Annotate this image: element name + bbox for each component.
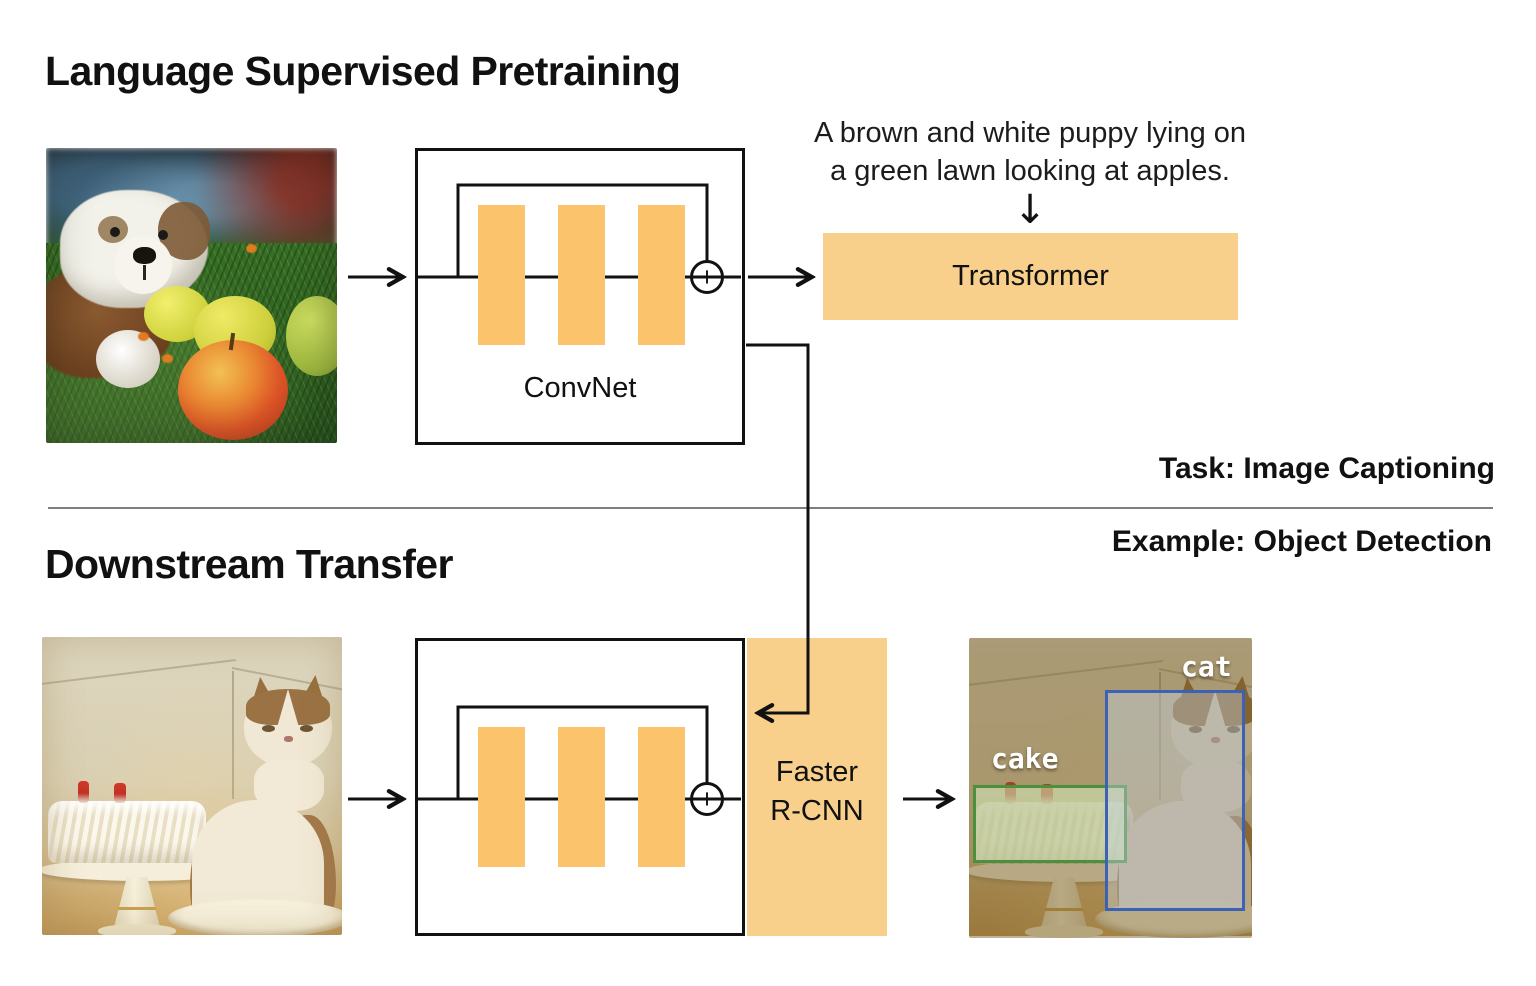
green-apple: [286, 296, 337, 376]
dog-nose: [133, 247, 156, 264]
bounding-box-cat: [1105, 690, 1245, 911]
wall-corner: [232, 671, 234, 799]
dog-eye-left: [110, 227, 120, 237]
convnet-box-pretraining: [415, 148, 745, 445]
faster-rcnn-label-line1: Faster: [775, 756, 859, 788]
faster-rcnn-label-line2: R-CNN: [770, 795, 864, 827]
conv-layer-bar: [478, 205, 525, 345]
transfer-connector-line: [746, 343, 810, 713]
orange-flower: [138, 332, 149, 341]
convnet-box-transfer: [415, 638, 745, 936]
conv-layer-bar: [558, 205, 605, 345]
conv-layer-bar: [478, 727, 525, 867]
cake-stand-base: [98, 924, 176, 935]
white-ball: [96, 330, 160, 388]
conv-layer-bar: [638, 205, 685, 345]
caption-line-2: a green lawn looking at apples.: [830, 155, 1230, 187]
dog-eye-right: [158, 230, 168, 240]
dinner-plate: [168, 899, 342, 935]
orange-leaf: [246, 244, 257, 253]
dog-mouth: [143, 265, 146, 280]
cat-chest: [254, 759, 324, 811]
transformer-box: Transformer: [823, 233, 1238, 320]
photo-vignette: [46, 148, 337, 443]
cake-stand-gold-line: [1045, 908, 1083, 911]
wall-corner: [1159, 672, 1161, 800]
photo-vignette: [42, 637, 342, 935]
pretraining-title: Language Supervised Pretraining: [45, 48, 681, 94]
orange-flower: [162, 354, 173, 363]
bounding-box-cake: [973, 785, 1127, 863]
cat-eye-right: [1227, 726, 1240, 733]
conv-layer-bar: [638, 727, 685, 867]
skip-connection-top: [456, 183, 709, 277]
caption-line-1: A brown and white puppy lying on: [813, 117, 1247, 149]
dog-photo: [46, 148, 337, 443]
down-arrow-icon: ↓: [1013, 187, 1047, 233]
faster-rcnn-box: Faster R-CNN: [747, 638, 887, 936]
detection-label-cake: cake: [991, 742, 1059, 775]
dinner-plate: [1095, 900, 1252, 938]
convnet-label: ConvNet: [523, 372, 637, 404]
santa-figurine: [114, 783, 126, 803]
frosted-cake: [48, 801, 206, 863]
cat-chest: [1181, 760, 1251, 812]
cat-eye-left: [1189, 726, 1202, 733]
detection-label-cat: cat: [1181, 650, 1232, 683]
example-label: Example: Object Detection: [1111, 525, 1492, 558]
red-apple: [178, 340, 288, 440]
caption-text: A brown and white puppy lying on a green…: [780, 114, 1280, 190]
cat-photo: [42, 637, 342, 935]
transfer-title: Downstream Transfer: [45, 541, 453, 587]
conv-layer-bar: [558, 727, 605, 867]
section-divider: [48, 507, 1493, 509]
cat-eye-left: [262, 725, 275, 732]
cat-nose: [284, 736, 293, 742]
cat-nose: [1211, 737, 1220, 743]
transformer-label: Transformer: [952, 260, 1109, 292]
cake-stand-gold-line: [118, 907, 156, 910]
cake-stand-base: [1025, 925, 1103, 938]
cat-eye-right: [300, 725, 313, 732]
santa-figurine: [78, 781, 89, 803]
task-label: Task: Image Captioning: [1158, 452, 1495, 485]
skip-connection-bottom: [456, 705, 709, 799]
cat-scene: [42, 637, 342, 935]
detection-photo: cake cat: [969, 638, 1252, 938]
